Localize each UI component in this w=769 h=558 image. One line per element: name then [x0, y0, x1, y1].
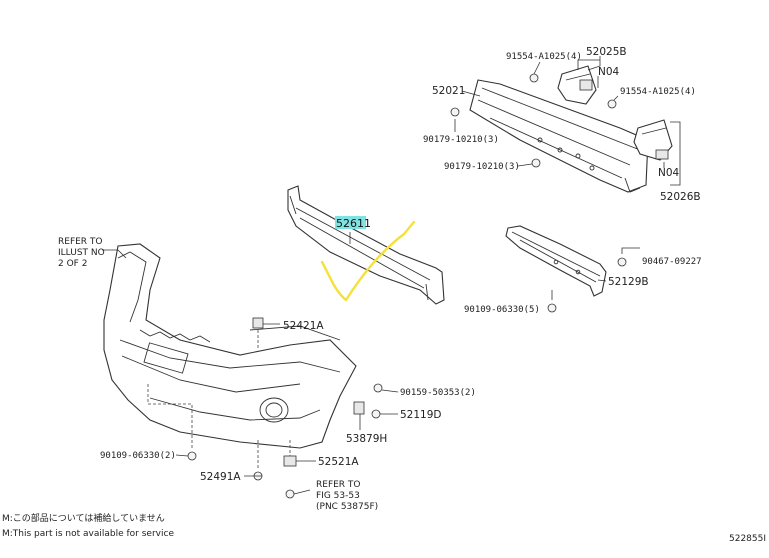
- label-90467: 90467-09227: [642, 257, 702, 267]
- label-90179-mid: 90179-10210(3): [444, 162, 520, 172]
- checkmark-annotation: [320, 220, 416, 302]
- label-53879H: 53879H: [346, 433, 387, 445]
- label-90109-right: 90109-06330(5): [464, 305, 540, 315]
- bolt-icon: [547, 257, 627, 313]
- label-52421A: 52421A: [283, 320, 324, 332]
- energy-absorber-52611: [287, 185, 445, 305]
- bracket-52025B: [557, 65, 597, 105]
- label-52491A: 52491A: [200, 471, 241, 483]
- leader-lines-upper: [454, 56, 681, 186]
- refer-fig-line2: FIG 53-53: [316, 491, 360, 501]
- clip-icon: [187, 317, 383, 499]
- refer-illust-line1: REFER TO: [58, 237, 103, 247]
- label-90109-left: 90109-06330(2): [100, 451, 176, 461]
- label-90179-left: 90179-10210(3): [423, 135, 499, 145]
- label-N04-top: N04: [598, 66, 620, 78]
- label-52026B: 52026B: [660, 191, 701, 203]
- refer-illust-line2: ILLUST NO: [58, 248, 105, 258]
- support-52129B: [505, 225, 607, 297]
- label-52521A: 52521A: [318, 456, 359, 468]
- footer-note-jp: M:この部品については補給していません: [2, 512, 165, 524]
- dash-to-90109-left: [147, 384, 193, 450]
- label-90159: 90159-50353(2): [400, 388, 476, 398]
- label-52021: 52021: [432, 85, 465, 97]
- bumper-reinforcement-52021: [469, 79, 649, 193]
- leader-lines-lower: [102, 249, 399, 495]
- label-52025B: 52025B: [586, 46, 627, 58]
- bumper-cover: [103, 243, 357, 449]
- label-91554-right: 91554-A1025(4): [620, 87, 696, 97]
- label-N04-bottom: N04: [658, 167, 680, 179]
- refer-fig-line3: (PNC 53875F): [316, 502, 378, 512]
- refer-illust-line3: 2 OF 2: [58, 259, 87, 269]
- highlight-box: [335, 216, 366, 229]
- diagram-id: 522855I: [729, 534, 766, 544]
- label-52129B: 52129B: [608, 276, 649, 288]
- label-52119D: 52119D: [400, 409, 442, 421]
- footer-note-en: M:This part is not available for service: [2, 529, 174, 539]
- bracket-52026B: [633, 119, 673, 161]
- leader-52129B: [597, 279, 607, 282]
- refer-fig-line1: REFER TO: [316, 480, 361, 490]
- leader-90467: [621, 247, 640, 254]
- label-91554-top: 91554-A1025(4): [506, 52, 582, 62]
- label-52611: 52611: [336, 217, 371, 230]
